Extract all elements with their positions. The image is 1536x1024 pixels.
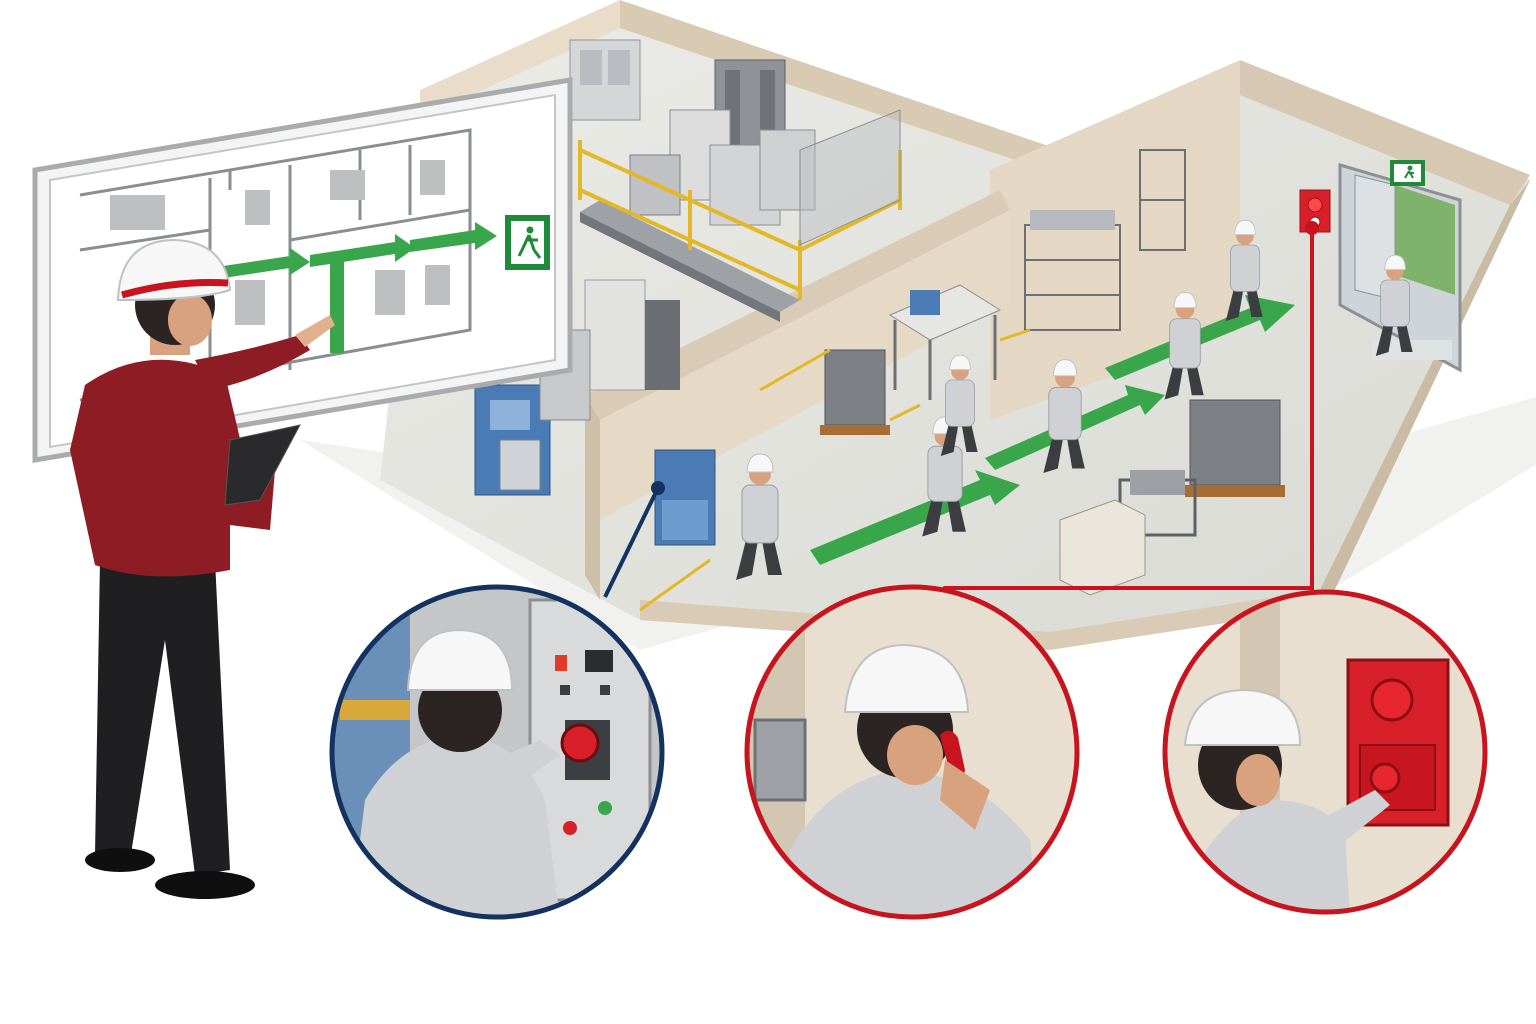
evacuating-workers — [736, 219, 1413, 580]
electrical-box — [1059, 499, 1146, 596]
crate-stack — [820, 349, 1285, 497]
work-table — [888, 284, 1002, 400]
evacuating-worker — [736, 453, 782, 580]
right-outer-wall — [1310, 180, 1530, 610]
running-person-icon — [517, 234, 542, 259]
evac-arrow — [810, 470, 1020, 565]
alarm-button-callout — [1162, 589, 1488, 915]
conveyor-line — [580, 200, 800, 312]
evacuating-worker — [940, 354, 978, 456]
blue-machine — [474, 384, 551, 496]
emergency-stop-callout — [329, 584, 665, 920]
evacuating-worker — [1164, 291, 1204, 400]
supervisor — [70, 238, 335, 899]
exit-sign-icon — [1390, 160, 1425, 186]
emergency-stop-icon — [560, 720, 610, 780]
map-evac-route — [210, 222, 497, 353]
clipboard — [224, 424, 301, 506]
phone-report-callout — [744, 584, 1080, 920]
evacuating-worker — [1043, 359, 1085, 473]
dividing-wall — [585, 190, 1010, 420]
corridor — [639, 149, 1285, 612]
evacuating-worker — [1225, 219, 1263, 321]
evacuating-worker — [1375, 254, 1413, 356]
exit-sign-icon — [505, 215, 550, 270]
